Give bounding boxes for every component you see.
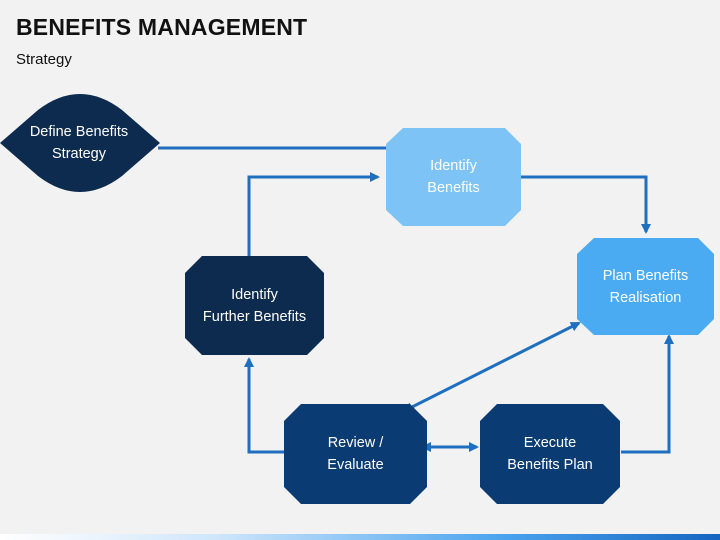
connector-review-to-further (244, 357, 288, 454)
page-title: BENEFITS MANAGEMENT (16, 14, 308, 40)
node-define-label: Define Benefits Strategy (29, 124, 129, 162)
connector-identify-to-plan (521, 175, 651, 234)
node-further-label: Identify Further Benefits (202, 286, 307, 325)
node-execute-label: Execute Benefits Plan (507, 435, 593, 473)
connector-review-plan-bidirectional (402, 321, 581, 412)
connector-execute-to-plan (621, 334, 674, 454)
node-plan-benefits-realisation (577, 238, 714, 335)
node-identify-benefits (386, 128, 521, 226)
node-execute-benefits-plan (480, 404, 620, 504)
node-identify-further-benefits (185, 256, 324, 355)
node-identify-label: Identify Benefits (427, 158, 480, 196)
page-subtitle: Strategy (16, 51, 72, 68)
node-review-label: Review / Evaluate (327, 435, 384, 473)
bottom-accent-bar (0, 534, 720, 540)
node-plan-label: Plan Benefits Realisation (602, 267, 689, 306)
connector-further-to-identify (247, 172, 380, 256)
node-define-benefits-strategy (0, 94, 160, 192)
node-review-evaluate (284, 404, 427, 504)
